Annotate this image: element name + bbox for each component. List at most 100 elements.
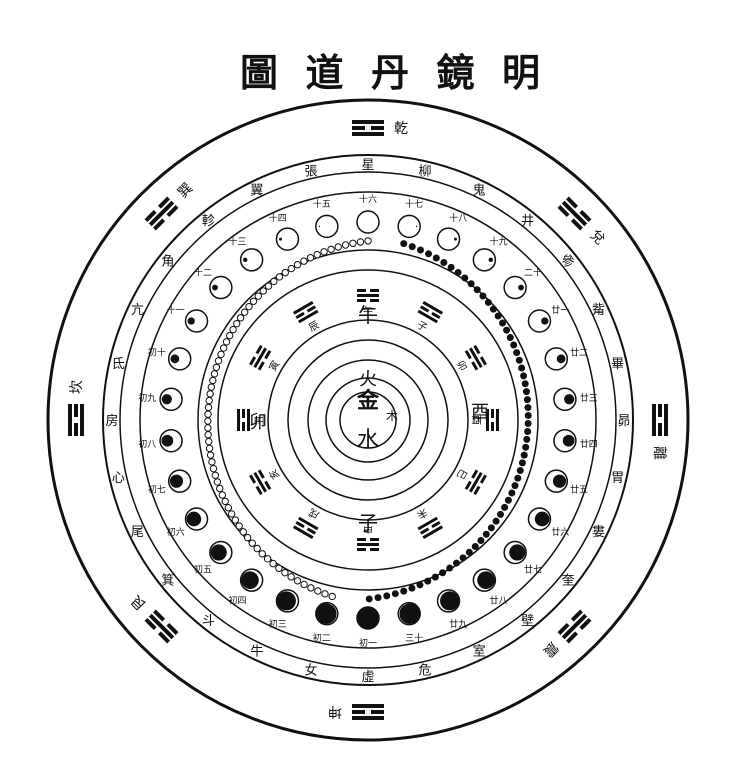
trigram-line-solid: [247, 409, 250, 431]
dot-filled: [479, 292, 487, 300]
outer-trigram: 震: [540, 609, 592, 660]
trigram-line-broken: [74, 404, 78, 417]
dot-filled: [465, 548, 473, 556]
lunar-day-label: 初八: [138, 438, 156, 450]
dot-hollow: [281, 268, 290, 277]
lunar-day-label: 二十: [524, 266, 542, 278]
moon-disc: [167, 347, 192, 371]
trigram-line-solid: [292, 301, 314, 315]
trigram-line-solid: [469, 471, 483, 493]
dot-hollow: [253, 544, 261, 553]
moon: 十二: [194, 266, 233, 300]
inner-east: 卯: [249, 412, 267, 433]
dot-hollow: [263, 555, 272, 563]
lunar-day-label: 初四: [229, 595, 247, 607]
trigram-line-solid: [297, 309, 319, 324]
dot-filled: [511, 482, 519, 490]
trigram-line-broken: [306, 305, 317, 313]
trigram-line-broken: [579, 617, 592, 631]
dot-filled: [374, 594, 382, 602]
dot-hollow: [236, 314, 245, 322]
lunar-day-label: 初九: [138, 392, 156, 404]
outer-trigram: 巽: [144, 180, 196, 231]
dot-filled: [522, 388, 530, 396]
center-middle: 金: [356, 388, 380, 414]
dot-filled: [516, 467, 524, 475]
dot-filled: [454, 268, 462, 276]
outer-trigram: 乾: [352, 120, 408, 137]
moon-disc: [275, 227, 300, 251]
lunar-day-label: 廿七: [524, 564, 542, 576]
dotted-path-right: [365, 240, 532, 603]
dot-hollow: [211, 471, 220, 480]
inner-trigram-label: 子: [415, 319, 430, 334]
lunar-day-label: 初三: [269, 618, 287, 630]
dot-filled: [440, 258, 448, 266]
dot-filled: [513, 349, 521, 357]
inner-trigram-label: 亥: [266, 467, 282, 482]
lunar-day-label: 十四: [269, 212, 287, 224]
trigram-line-broken: [166, 205, 179, 218]
dot-hollow: [214, 357, 223, 365]
moon: 廿九: [436, 589, 467, 630]
lunar-mansion-label: 尾: [131, 525, 144, 540]
moon: 廿三: [553, 387, 598, 412]
dot-filled: [439, 569, 447, 577]
moon-shadow: [318, 225, 321, 228]
lunar-day-label: 三十: [405, 632, 423, 644]
dot-filled: [518, 459, 526, 467]
lunar-mansion-label: 柳: [418, 164, 431, 179]
dot-filled: [524, 427, 532, 435]
dot-filled: [461, 274, 469, 282]
dot-hollow: [306, 254, 315, 262]
dot-hollow: [314, 587, 322, 595]
trigram-line-broken: [557, 622, 570, 635]
lunar-day-label: 初二: [313, 632, 331, 644]
lunar-mansion-label: 參: [562, 254, 575, 269]
dot-hollow: [321, 590, 329, 598]
dot-filled: [482, 530, 490, 538]
lunar-day-label: 十六: [359, 193, 377, 205]
lunar-day-label: 廿一: [551, 304, 569, 316]
moon-shadow: [541, 317, 549, 325]
inner-trigram: 申: [357, 522, 379, 551]
moon-disc: [544, 347, 569, 371]
dot-hollow: [229, 325, 237, 334]
dot-hollow: [204, 424, 212, 432]
moon: 初九: [138, 387, 183, 412]
moon-shadow: [187, 317, 195, 325]
dot-hollow: [341, 241, 350, 249]
inner-trigram-label: 午: [363, 305, 373, 318]
moon-disc: [315, 214, 339, 239]
trigram-line-broken: [357, 299, 366, 302]
lunar-mansion-label: 虛: [361, 670, 374, 685]
moon: 十七: [397, 198, 423, 239]
lunar-mansion-label: 翼: [250, 183, 263, 198]
lunar-day-label: 廿六: [551, 526, 569, 538]
trigram-line-broken: [264, 349, 272, 360]
moon-shadow: [279, 237, 282, 241]
trigram-line-broken: [570, 218, 583, 231]
dot-hollow: [287, 573, 295, 581]
trigram-line-broken: [370, 538, 379, 541]
dot-filled: [408, 584, 416, 592]
diagram-title: 圖 道 丹 鏡 明: [240, 44, 540, 95]
trigram-line-broken: [153, 609, 166, 622]
dot-hollow: [205, 444, 214, 453]
dot-hollow: [293, 261, 302, 269]
outer-trigram: 艮: [128, 592, 179, 644]
dot-hollow: [204, 417, 212, 425]
trigram-line-broken: [242, 409, 245, 418]
moon-disc: [472, 248, 497, 272]
lunar-mansion-label: 女: [305, 663, 318, 679]
dot-hollow: [207, 383, 216, 391]
inner-trigram-label: 卯: [454, 359, 469, 374]
moon-shadow: [454, 237, 457, 241]
dot-hollow: [209, 376, 217, 385]
inner-trigram-label: 酉: [470, 415, 481, 425]
outer-trigram: 兌: [557, 196, 608, 248]
trigram-line-solid: [253, 347, 267, 369]
inner-trigram: 丑: [237, 409, 266, 431]
trigram-line-broken: [557, 205, 570, 218]
